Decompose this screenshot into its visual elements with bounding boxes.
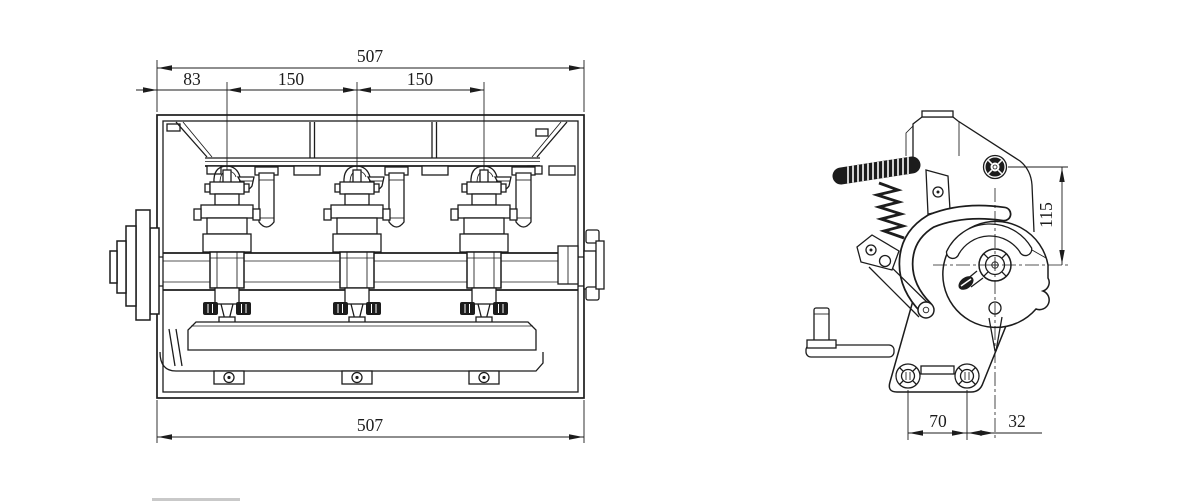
side-dimensions: 115 70 32 xyxy=(907,166,1068,440)
bottom-panel xyxy=(159,321,544,385)
cam-slot xyxy=(945,223,1033,260)
pole-1 xyxy=(193,81,279,324)
reset-pin-and-arm xyxy=(805,307,895,358)
dim-center-height: 115 xyxy=(1036,202,1056,228)
shaft-coupling xyxy=(557,229,605,301)
dim-overall-top: 507 xyxy=(357,46,384,66)
handle-hub xyxy=(109,209,160,321)
dim-bolt-spacing: 70 xyxy=(929,411,947,431)
dim-pole-pitch-1: 150 xyxy=(278,69,305,89)
pole-2 xyxy=(323,81,409,324)
bolt-left xyxy=(895,363,921,389)
dim-center-offset: 32 xyxy=(1008,411,1026,431)
bolt-right xyxy=(954,363,980,389)
dim-overall-bottom: 507 xyxy=(357,415,384,435)
latch-linkage xyxy=(856,234,984,319)
pointer-tail xyxy=(988,316,1003,352)
cropped-edge-artifact xyxy=(152,498,240,501)
base-bolts xyxy=(895,363,980,389)
dim-left-offset: 83 xyxy=(183,69,201,89)
dim-pole-pitch-2: 150 xyxy=(407,69,434,89)
pole-3 xyxy=(450,81,536,324)
top-screw xyxy=(982,154,1008,180)
front-view: 507 83 150 150 507 xyxy=(109,46,605,443)
side-view: 115 70 32 xyxy=(805,110,1068,440)
front-dimensions: 507 83 150 150 507 xyxy=(136,46,585,443)
